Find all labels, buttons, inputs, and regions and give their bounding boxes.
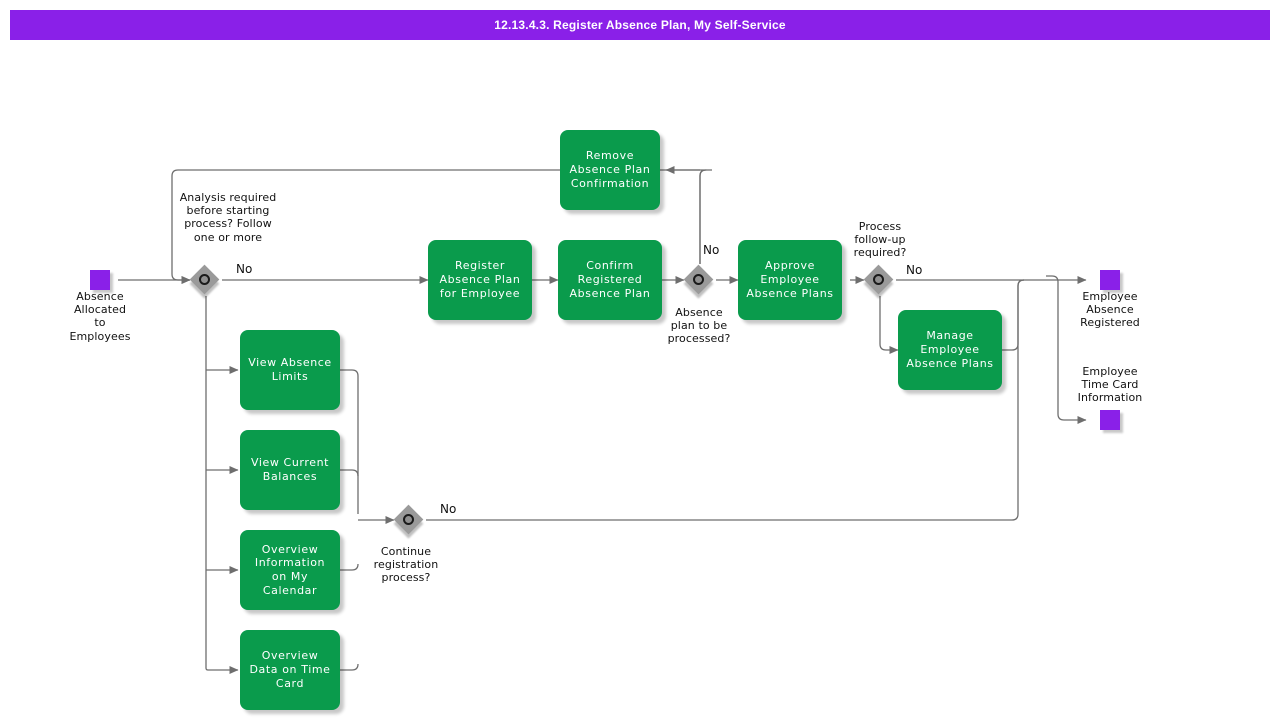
gateway-absence-plan-processed-label: Absence plan to be processed?	[667, 306, 731, 346]
start-event-label: Absence Allocated to Employees	[69, 290, 131, 343]
flow-label-no-absence-processed: No	[703, 243, 720, 257]
gateway-absence-plan-processed[interactable]	[683, 264, 714, 295]
task-register-absence-plan-for-employee[interactable]: Register Absence Plan for Employee	[428, 240, 532, 320]
end-event-time-card[interactable]	[1100, 410, 1120, 430]
end-event-absence-registered-label: Employee Absence Registered	[1080, 290, 1140, 330]
flow-label-no-continue: No	[440, 502, 457, 516]
gateway-ring-icon	[693, 274, 704, 285]
gateway-ring-icon	[403, 514, 414, 525]
end-event-time-card-label: Employee Time Card Information	[1077, 365, 1143, 405]
task-confirm-registered-absence-plan[interactable]: Confirm Registered Absence Plan	[558, 240, 662, 320]
task-remove-absence-plan-confirmation[interactable]: Remove Absence Plan Confirmation	[560, 130, 660, 210]
gateway-analysis-required[interactable]	[189, 264, 220, 295]
gateway-continue-registration[interactable]	[393, 504, 424, 535]
gateway-ring-icon	[873, 274, 884, 285]
gateway-process-follow-up[interactable]	[863, 264, 894, 295]
page-title: 12.13.4.3. Register Absence Plan, My Sel…	[10, 10, 1270, 40]
end-event-absence-registered[interactable]	[1100, 270, 1120, 290]
start-event[interactable]	[90, 270, 110, 290]
gateway-process-follow-up-label: Process follow-up required?	[853, 220, 907, 260]
task-view-current-balances[interactable]: View Current Balances	[240, 430, 340, 510]
flow-label-no-analysis: No	[236, 262, 253, 276]
gateway-continue-registration-label: Continue registration process?	[373, 545, 439, 585]
task-approve-employee-absence-plans[interactable]: Approve Employee Absence Plans	[738, 240, 842, 320]
task-view-absence-limits[interactable]: View Absence Limits	[240, 330, 340, 410]
gateway-ring-icon	[199, 274, 210, 285]
gateway-analysis-required-label: Analysis required before starting proces…	[179, 191, 277, 244]
task-overview-information-on-my-calendar[interactable]: Overview Information on My Calendar	[240, 530, 340, 610]
flow-label-no-follow-up: No	[906, 263, 923, 277]
task-overview-data-on-time-card[interactable]: Overview Data on Time Card	[240, 630, 340, 710]
task-manage-employee-absence-plans[interactable]: Manage Employee Absence Plans	[898, 310, 1002, 390]
